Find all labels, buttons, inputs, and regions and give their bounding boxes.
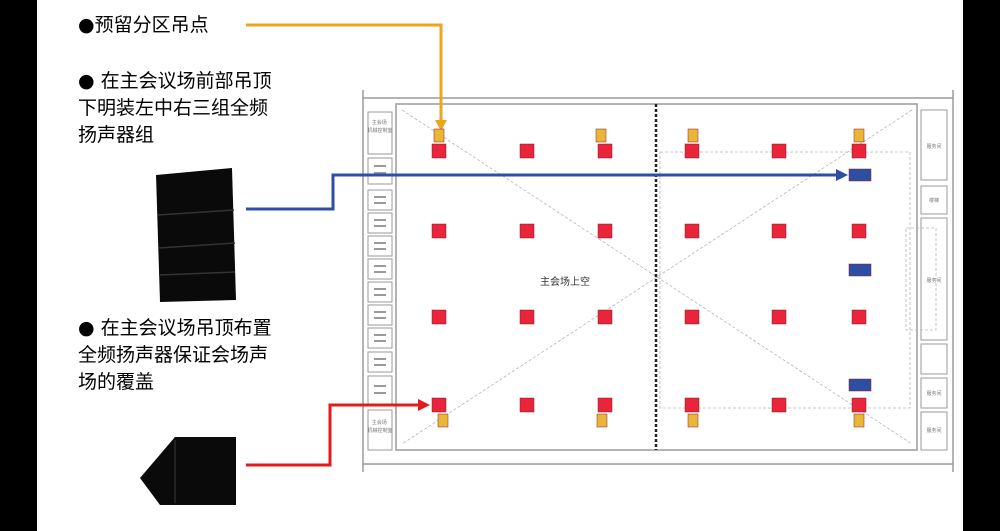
ceiling-speaker-marker <box>519 223 535 239</box>
left-room-top-line1: 主会场 <box>372 119 387 126</box>
hall-label: 主会场上空 <box>540 275 590 288</box>
ceiling-speaker-marker <box>431 309 447 325</box>
ceiling-speaker-marker <box>519 397 535 413</box>
ceiling-speaker-marker <box>597 397 613 413</box>
right-room-labels: 服务间 楼梯 服务间 服务间 服务间 <box>926 143 941 434</box>
right-room-label-3: 服务间 <box>926 277 941 284</box>
line-array-marker <box>848 263 872 277</box>
ceiling-fullrange-speakers <box>431 143 867 413</box>
hall-guidelines <box>401 109 937 445</box>
ceiling-speaker-marker <box>851 397 867 413</box>
ceiling-speaker-marker <box>684 397 700 413</box>
reserved-point-marker <box>687 413 699 428</box>
ceiling-speaker-marker <box>771 397 787 413</box>
reserved-point-marker <box>853 413 865 428</box>
reserved-point-marker <box>433 128 445 143</box>
left-room-small-labels <box>374 165 386 394</box>
ceiling-speaker-marker <box>597 309 613 325</box>
line-array-marker <box>848 168 872 182</box>
left-service-rooms <box>367 111 393 451</box>
ceiling-speaker-marker <box>851 143 867 159</box>
ceiling-speaker-marker <box>771 223 787 239</box>
arrow-line-array <box>246 169 848 211</box>
right-room-label-2: 楼梯 <box>929 197 939 204</box>
arrow-reserved-points <box>246 23 447 131</box>
right-room-label-5: 服务间 <box>926 427 941 434</box>
line-array-marker <box>848 378 872 392</box>
note-front-line-array: ● 在主会议场前部吊顶 下明装左中右三组全频 扬声器组 <box>78 70 272 146</box>
ceiling-speaker-marker <box>684 223 700 239</box>
ceiling-speaker-marker <box>684 309 700 325</box>
note-ceiling-fullrange: ● 在主会议场吊顶布置 全频扬声器保证会场声 场的覆盖 <box>78 317 272 393</box>
left-room-bottom-line1: 主会场 <box>372 419 387 426</box>
ceiling-speaker-marker <box>684 143 700 159</box>
line-array-groups <box>848 168 872 392</box>
left-room-top-label: 主会场 机械控制室 <box>367 119 392 134</box>
right-room-label-4: 服务间 <box>926 390 941 397</box>
reserved-point-marker <box>437 413 449 428</box>
ceiling-speaker-marker <box>519 143 535 159</box>
reserved-point-marker <box>595 128 607 143</box>
ceiling-speaker-marker <box>597 143 613 159</box>
left-room-bottom-label: 主会场 机械控制室 <box>367 419 392 434</box>
arrow-ceiling-speakers <box>246 399 430 467</box>
ceiling-speaker-marker <box>431 223 447 239</box>
ceiling-speaker-marker <box>771 309 787 325</box>
reserved-point-marker <box>687 128 699 143</box>
ceiling-speaker-marker <box>771 143 787 159</box>
ceiling-speaker-marker <box>431 397 447 413</box>
reserved-point-marker <box>596 413 608 428</box>
right-room-label-1: 服务间 <box>926 143 941 150</box>
ceiling-speaker-marker <box>519 309 535 325</box>
ceiling-speaker-marker <box>851 309 867 325</box>
left-room-bottom-line2: 机械控制室 <box>367 427 392 434</box>
ceiling-speaker-marker <box>431 143 447 159</box>
ceiling-speaker-marker <box>851 223 867 239</box>
right-service-rooms <box>920 109 948 451</box>
ceiling-speaker-marker <box>597 223 613 239</box>
reserved-point-marker <box>853 128 865 143</box>
reserved-hanging-points <box>433 128 865 428</box>
left-room-top-line2: 机械控制室 <box>367 127 392 134</box>
note-reserved-points: ●预留分区吊点 <box>78 14 209 36</box>
